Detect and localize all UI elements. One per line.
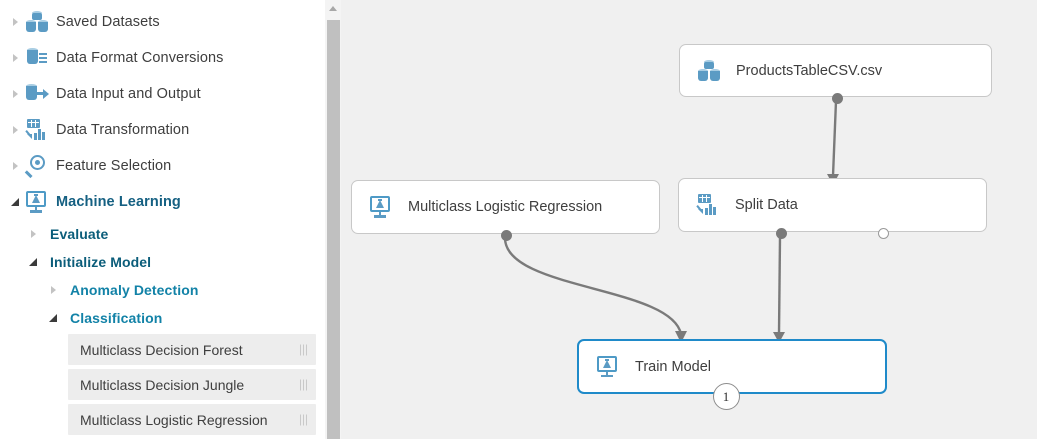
drag-handle-icon[interactable]: [300, 344, 307, 355]
node-output-port[interactable]: [500, 229, 512, 241]
canvas-node-multiclass-logistic-regression[interactable]: Multiclass Logistic Regression: [351, 180, 660, 241]
chevron-down-icon[interactable]: [6, 184, 24, 220]
tree-item-data-format-conversions[interactable]: Data Format Conversions: [0, 40, 224, 76]
drag-handle-icon[interactable]: [300, 414, 307, 425]
tree-item-initialize-model[interactable]: Initialize Model: [0, 244, 151, 280]
data-transformation-icon: [24, 117, 50, 143]
node-order-badge: 1: [712, 383, 740, 410]
canvas-node-label: Split Data: [735, 197, 798, 213]
chevron-down-icon[interactable]: [24, 244, 42, 280]
drag-handle-icon[interactable]: [300, 379, 307, 390]
tree-item-label: Anomaly Detection: [70, 282, 199, 298]
canvas-node-label: ProductsTableCSV.csv: [736, 62, 883, 79]
tree-item-label: Feature Selection: [56, 158, 172, 174]
node-output-port[interactable]: [877, 227, 889, 239]
chevron-right-icon[interactable]: [6, 112, 24, 148]
data-input-output-icon: [24, 81, 50, 107]
scroll-up-arrow-button[interactable]: [325, 0, 341, 17]
module-item-multiclass-decision-forest[interactable]: Multiclass Decision Forest: [68, 334, 316, 365]
node-output-port[interactable]: [831, 92, 843, 104]
tree-item-label: Machine Learning: [56, 194, 181, 210]
tree-item-machine-learning[interactable]: Machine Learning: [0, 184, 181, 220]
tree-item-data-input-and-output[interactable]: Data Input and Output: [0, 76, 201, 112]
chevron-right-icon[interactable]: [24, 216, 42, 252]
saved-datasets-icon: [696, 58, 722, 84]
edge-mlr-to-train: [503, 237, 687, 343]
module-item-label: Multiclass Logistic Regression: [80, 411, 268, 428]
machine-learning-icon: [595, 354, 621, 380]
chevron-right-icon[interactable]: [6, 76, 24, 112]
tree-item-label: Initialize Model: [50, 254, 152, 270]
tree-item-label: Evaluate: [50, 226, 109, 242]
edge-dataset-to-split: [827, 100, 839, 185]
canvas-node-label: Train Model: [635, 358, 712, 375]
tree-item-label: Classification: [70, 310, 163, 326]
machine-learning-icon: [368, 194, 394, 220]
canvas-node-split-data[interactable]: Split Data: [678, 178, 987, 239]
canvas-node-products-dataset[interactable]: ProductsTableCSV.csv: [679, 44, 992, 104]
tree-item-label: Saved Datasets: [56, 14, 160, 30]
tree-item-data-transformation[interactable]: Data Transformation: [0, 112, 189, 148]
machine-learning-icon: [24, 189, 50, 215]
data-transformation-icon: [695, 192, 721, 218]
tree-item-saved-datasets[interactable]: Saved Datasets: [0, 4, 160, 40]
scrollbar-thumb[interactable]: [327, 20, 340, 439]
tree-item-classification[interactable]: Classification: [0, 300, 162, 336]
saved-datasets-icon: [24, 9, 50, 35]
edge-layer: [503, 100, 839, 343]
sidebar-scrollbar[interactable]: [325, 0, 341, 439]
module-item-multiclass-decision-jungle[interactable]: Multiclass Decision Jungle: [68, 369, 316, 400]
feature-selection-icon: [24, 153, 50, 179]
tree-item-feature-selection[interactable]: Feature Selection: [0, 148, 171, 184]
tree-item-anomaly-detection[interactable]: Anomaly Detection: [0, 272, 199, 308]
data-format-conversions-icon: [24, 45, 50, 71]
chevron-right-icon[interactable]: [6, 4, 24, 40]
caret-up-icon: [329, 6, 337, 11]
edge-split-to-train: [773, 236, 785, 343]
canvas-node-label: Multiclass Logistic Regression: [408, 199, 603, 215]
tree-item-label: Data Format Conversions: [56, 50, 224, 66]
module-item-label: Multiclass Decision Forest: [80, 341, 243, 358]
tree-item-evaluate[interactable]: Evaluate: [0, 216, 108, 252]
chevron-down-icon[interactable]: [44, 300, 62, 336]
chevron-right-icon[interactable]: [6, 40, 24, 76]
chevron-right-icon[interactable]: [44, 272, 62, 308]
module-item-label: Multiclass Decision Jungle: [80, 376, 245, 393]
tree-item-label: Data Transformation: [56, 122, 190, 138]
module-item-multiclass-logistic-regression[interactable]: Multiclass Logistic Regression: [68, 404, 316, 435]
node-output-port[interactable]: [775, 227, 787, 239]
chevron-right-icon[interactable]: [6, 148, 24, 184]
tree-item-label: Data Input and Output: [56, 86, 201, 102]
